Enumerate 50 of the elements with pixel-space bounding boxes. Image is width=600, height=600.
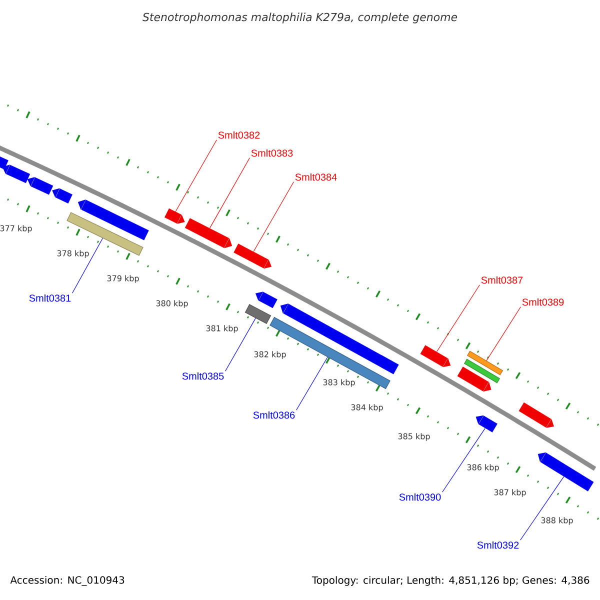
scale-label: 378 kbp [57, 250, 89, 258]
leader-line [296, 356, 328, 410]
scale-label: 383 kbp [323, 379, 355, 387]
leader-line [436, 284, 480, 352]
genome-info: Topology: circular; Length: 4,851,126 bp; Genes: 4,386 [312, 576, 590, 586]
leader-line [72, 238, 103, 294]
gene-feature [78, 199, 149, 240]
gene-feature [2, 164, 30, 184]
gene-feature [420, 345, 451, 368]
title: Stenotrophomonas maltophilia K279a, complete genome [142, 12, 458, 24]
leader-line [520, 476, 564, 540]
gene-feature [0, 154, 8, 170]
gene-label: Smlt0387 [481, 276, 523, 284]
gene-label: Smlt0385 [182, 372, 224, 380]
accession-label: Accession: NC_010943 [10, 576, 124, 586]
gene-label: Smlt0381 [29, 294, 71, 302]
leader-line [442, 428, 486, 492]
gene-label: Smlt0392 [477, 541, 519, 549]
leader-line [175, 140, 217, 212]
leader-line [253, 182, 294, 252]
gene-label: Smlt0390 [399, 493, 441, 501]
gene-feature [234, 244, 272, 269]
gene-label: Smlt0389 [522, 298, 564, 306]
leader-line [225, 318, 256, 372]
scale-label: 386 kbp [467, 464, 499, 472]
gene-feature [52, 188, 72, 204]
gene-feature [538, 452, 594, 492]
scale-label: 384 kbp [351, 404, 383, 412]
gene-feature [27, 176, 54, 195]
scale-label: 379 kbp [107, 275, 139, 283]
gene-feature [184, 218, 232, 248]
leader-line [486, 306, 521, 361]
leader-line [210, 158, 250, 228]
scale-label: 381 kbp [206, 325, 238, 333]
gene-label: Smlt0382 [218, 131, 260, 139]
gene-label: Smlt0386 [253, 411, 295, 419]
gene-feature [518, 402, 554, 428]
gene-label: Smlt0384 [295, 173, 337, 181]
gene-bar [244, 304, 272, 324]
scale-label: 382 kbp [254, 351, 286, 359]
gene-feature [476, 415, 498, 432]
gene-label: Smlt0383 [251, 149, 293, 157]
scale-label: 380 kbp [156, 300, 188, 308]
scale-label: 377 kbp [0, 225, 32, 233]
gene-feature [164, 208, 185, 224]
scale-label: 388 kbp [541, 517, 573, 525]
gene-feature [255, 292, 278, 308]
scale-label: 385 kbp [398, 433, 430, 441]
gene-feature [457, 366, 492, 392]
scale-label: 387 kbp [494, 489, 526, 497]
